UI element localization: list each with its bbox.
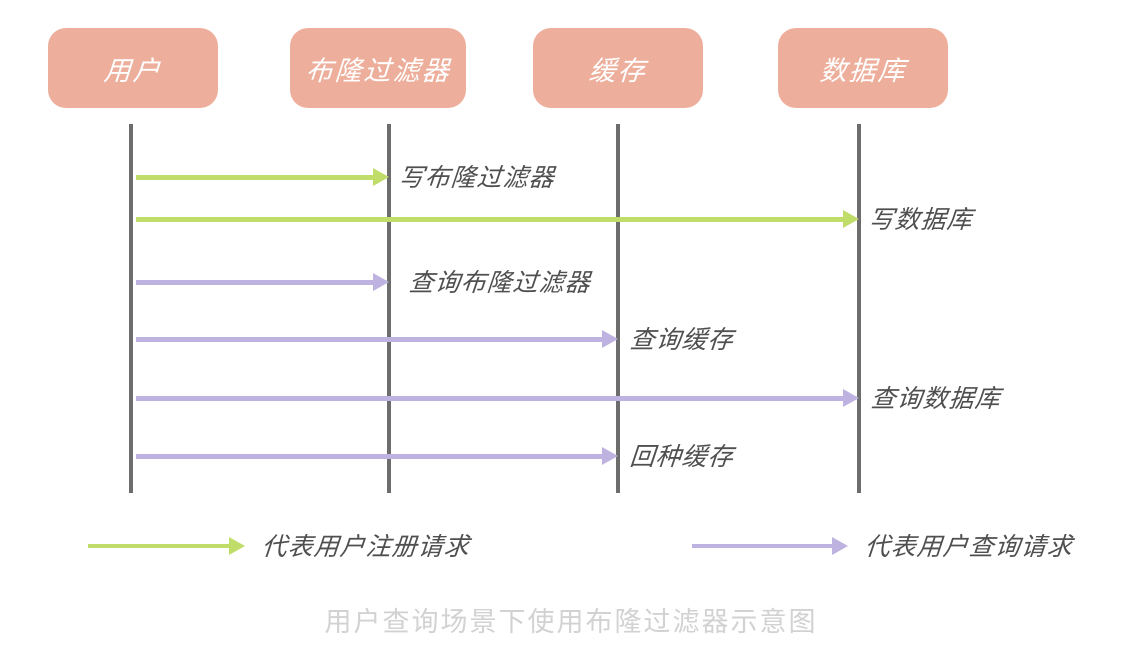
message-label-write-database: 写数据库 xyxy=(867,205,975,234)
message-label-query-bloom-filter: 查询布隆过滤器 xyxy=(407,268,593,297)
actor-box-cache: 缓存 xyxy=(533,28,703,108)
message-arrowhead-query-database xyxy=(843,389,859,407)
message-line-backfill-cache xyxy=(136,454,605,459)
lifeline-cache xyxy=(616,124,620,493)
message-label-query-cache: 查询缓存 xyxy=(628,325,736,354)
actor-box-database: 数据库 xyxy=(778,28,948,108)
message-arrowhead-write-database xyxy=(843,210,859,228)
legend-line-query-request xyxy=(692,544,835,548)
actor-box-bloom-filter: 布隆过滤器 xyxy=(290,28,466,108)
legend-label-register-request: 代表用户注册请求 xyxy=(260,532,472,561)
lifeline-user xyxy=(129,124,133,493)
lifeline-bloom-filter xyxy=(387,124,391,493)
message-arrowhead-write-bloom-filter xyxy=(373,168,389,186)
message-arrowhead-query-bloom-filter xyxy=(373,273,389,291)
actor-label-bloom-filter: 布隆过滤器 xyxy=(304,55,452,87)
message-line-query-bloom-filter xyxy=(136,280,376,285)
lifeline-database xyxy=(857,124,861,493)
message-arrowhead-query-cache xyxy=(602,330,618,348)
message-label-backfill-cache: 回种缓存 xyxy=(628,442,736,471)
message-label-query-database: 查询数据库 xyxy=(869,384,1003,413)
message-label-write-bloom-filter: 写布隆过滤器 xyxy=(397,163,557,192)
actor-box-user: 用户 xyxy=(48,28,218,108)
diagram-caption: 用户查询场景下使用布隆过滤器示意图 xyxy=(324,607,818,638)
legend-label-query-request: 代表用户查询请求 xyxy=(863,532,1075,561)
message-arrowhead-backfill-cache xyxy=(602,447,618,465)
legend-arrowhead-register-request xyxy=(229,537,245,555)
actor-label-cache: 缓存 xyxy=(587,55,648,87)
message-line-query-cache xyxy=(136,337,605,342)
message-line-write-database xyxy=(136,217,846,222)
legend-arrowhead-query-request xyxy=(832,537,848,555)
message-line-write-bloom-filter xyxy=(136,175,376,180)
message-line-query-database xyxy=(136,396,846,401)
actor-label-database: 数据库 xyxy=(818,55,908,87)
legend-line-register-request xyxy=(88,544,232,548)
actor-label-user: 用户 xyxy=(102,55,163,87)
